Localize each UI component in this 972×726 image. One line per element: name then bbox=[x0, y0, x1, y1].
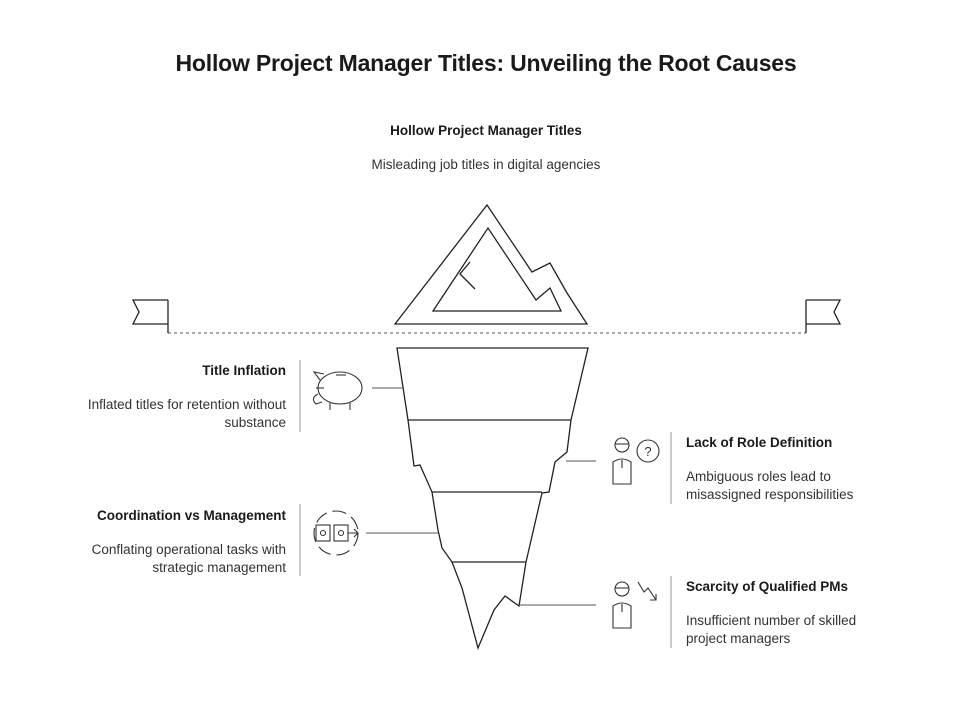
iceberg-tip-notch bbox=[459, 261, 476, 290]
declining-person-icon bbox=[612, 581, 657, 629]
right-flag-icon bbox=[805, 299, 842, 333]
iceberg-tip-outer bbox=[393, 203, 589, 325]
svg-text:?: ? bbox=[644, 444, 651, 459]
role-definition-heading: Lack of Role Definition bbox=[686, 435, 833, 450]
confused-person-icon: ? bbox=[612, 437, 660, 485]
left-flag-icon bbox=[131, 299, 169, 333]
iceberg-body bbox=[396, 347, 589, 651]
workflow-icon bbox=[313, 510, 359, 556]
title-inflation-heading: Title Inflation bbox=[202, 363, 286, 378]
scarcity-description: Insufficient number of skilled project m… bbox=[686, 613, 857, 646]
tip-description: Misleading job titles in digital agencie… bbox=[371, 157, 601, 172]
role-definition-description: Ambiguous roles lead to misassigned resp… bbox=[686, 469, 854, 502]
scarcity-heading: Scarcity of Qualified PMs bbox=[686, 579, 849, 594]
iceberg-tip-inner bbox=[431, 226, 563, 312]
coordination-heading: Coordination vs Management bbox=[96, 508, 286, 523]
title-inflation-description: Inflated titles for retention without su… bbox=[87, 397, 286, 430]
tip-heading: Hollow Project Manager Titles bbox=[390, 123, 582, 138]
piggy-bank-icon bbox=[312, 371, 363, 410]
diagram-title: Hollow Project Manager Titles: Unveiling… bbox=[175, 50, 797, 76]
coordination-description: Conflating operational tasks with strate… bbox=[91, 542, 286, 575]
